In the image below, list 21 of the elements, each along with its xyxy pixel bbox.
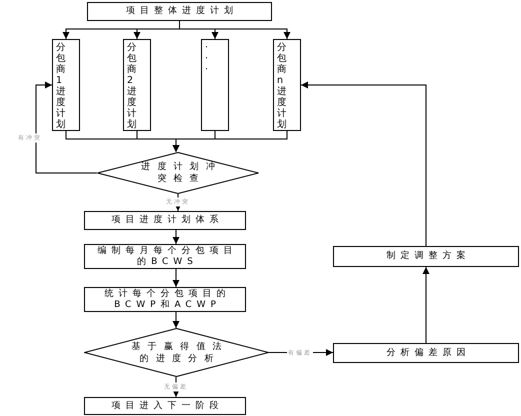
process-box: 项目进入下一阶段 (84, 397, 246, 415)
process-box: 项目进度计划体系 (84, 211, 246, 230)
process-box: 分析偏差原因 (333, 343, 519, 363)
decision-diamond: 基于赢得值法的进度分析 (84, 328, 269, 377)
arrow (172, 268, 180, 288)
process-box: 编制每月每个分包项目的BCWS (84, 244, 246, 269)
arrow (172, 130, 288, 152)
arrow (172, 230, 180, 244)
arrow (36, 82, 98, 174)
process-box: 分包商1进度计划 (52, 39, 80, 131)
decision-diamond: 进度计划冲突检查 (97, 152, 259, 194)
process-box: 制定调整方案 (333, 246, 519, 267)
arrow (179, 20, 290, 40)
arrow (172, 312, 180, 328)
process-box: 分包商n进度计划 (273, 39, 301, 131)
process-box: 分包商2进度计划 (123, 39, 151, 131)
process-box: 统计每个分包项目的BCWP和ACWP (84, 287, 246, 312)
arrow (300, 82, 426, 246)
arrow (422, 266, 430, 344)
process-box: ··· (201, 39, 229, 131)
process-box: 项目整体进度计划 (87, 2, 272, 21)
